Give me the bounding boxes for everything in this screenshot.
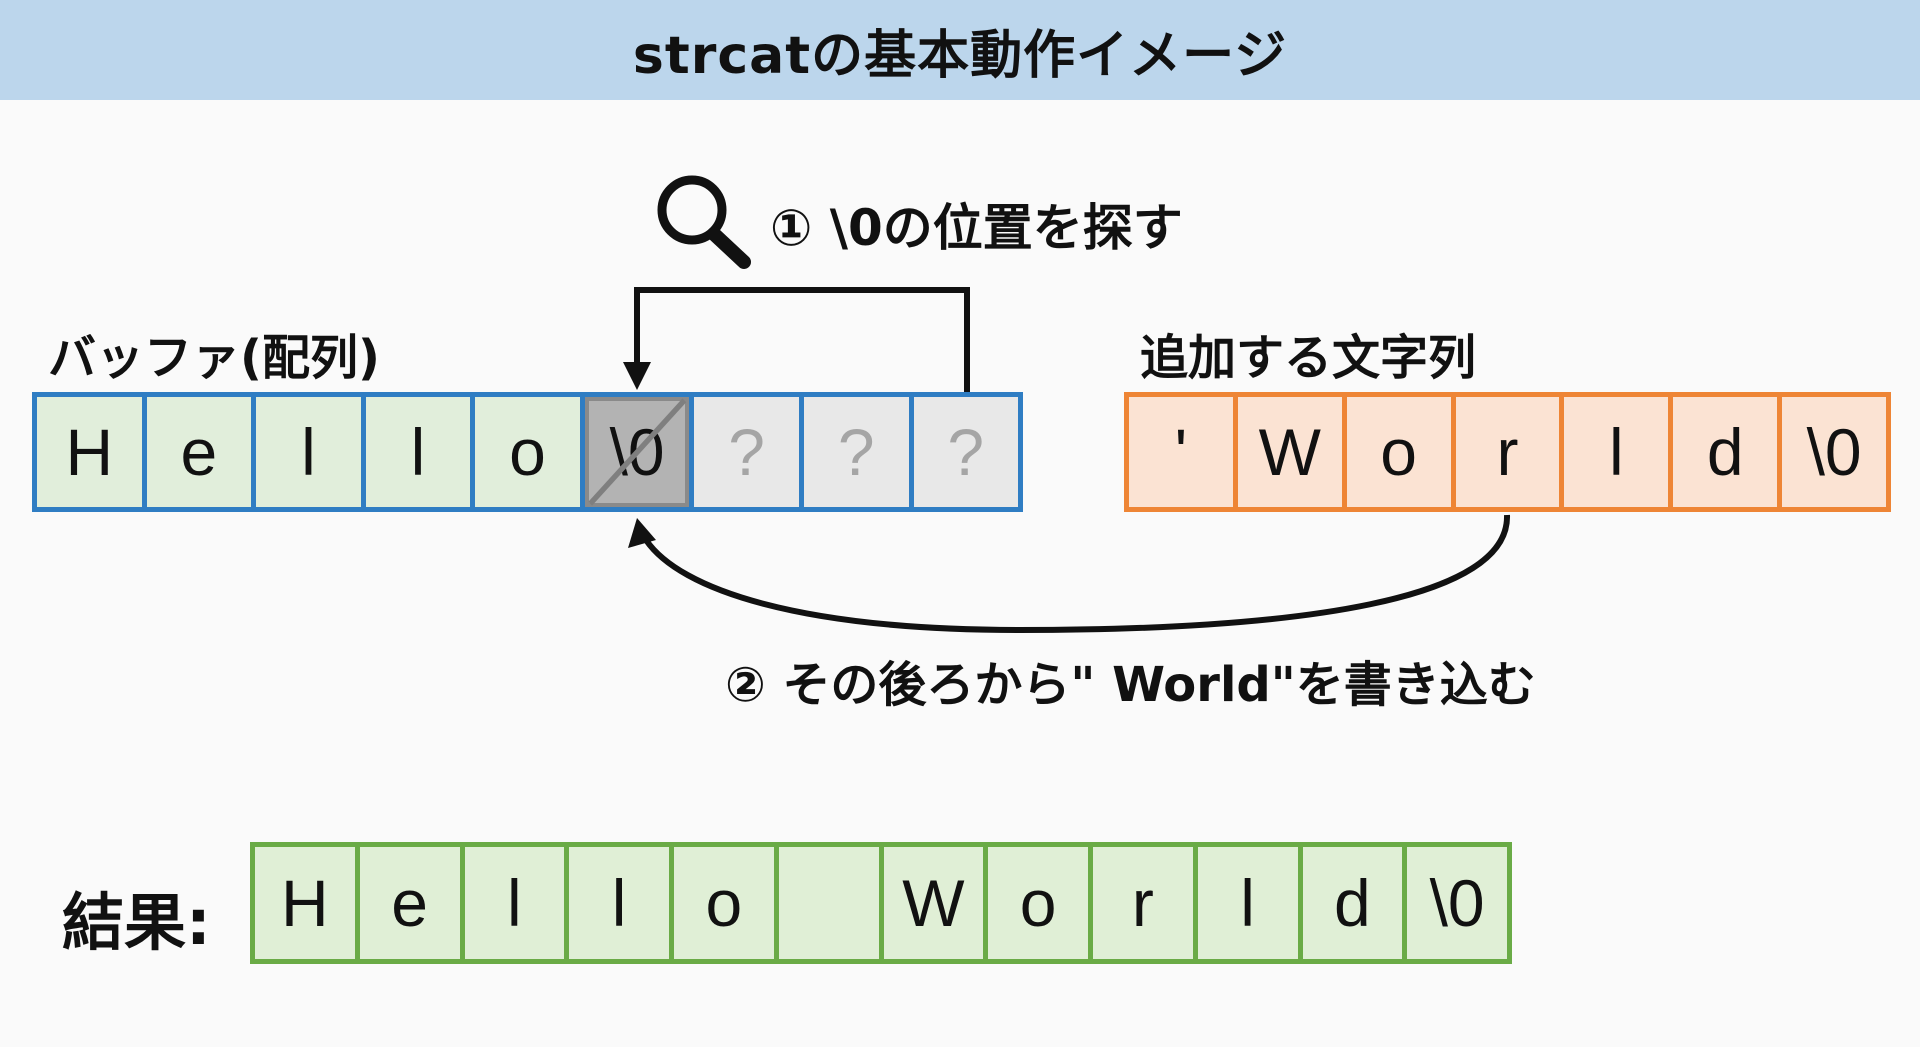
result-cell [778, 847, 879, 959]
result-cell: d [1302, 847, 1403, 959]
result-cell: l [464, 847, 565, 959]
step2-label: ② その後ろから" World"を書き込む [725, 657, 1536, 713]
search-bracket-arrow [623, 287, 970, 392]
append-cell: r [1455, 397, 1560, 507]
title-bar: strcatの基本動作イメージ [0, 0, 1920, 100]
append-cell: d [1673, 397, 1778, 507]
buffer-unknown-cell: ? [694, 397, 799, 507]
append-cell: l [1564, 397, 1669, 507]
buffer-cell: H [37, 397, 142, 507]
append-cell: ' [1129, 397, 1233, 507]
result-cell: o [674, 847, 774, 959]
result-cell: o [988, 847, 1088, 959]
strike-line [588, 398, 687, 506]
write-curve-arrow [628, 514, 1511, 634]
result-cell: l [1197, 847, 1298, 959]
buffer-cell: l [256, 397, 361, 507]
step1-label: ① \0の位置を探す [770, 199, 1183, 257]
result-label: 結果: [62, 886, 211, 959]
buffer-array: H e l l o \0 ? ? ? [32, 392, 1023, 512]
buffer-cell: o [475, 397, 580, 507]
append-label: 追加する文字列 [1140, 330, 1477, 386]
buffer-null-cell: \0 [584, 397, 690, 507]
buffer-label: バッファ(配列) [48, 330, 380, 386]
result-cell: W [883, 847, 984, 959]
append-array: ' W o r l d \0 [1124, 392, 1891, 512]
result-cell: r [1093, 847, 1193, 959]
magnifier-icon [657, 175, 751, 269]
page-title: strcatの基本動作イメージ [632, 25, 1288, 86]
append-cell: W [1237, 397, 1342, 507]
result-cell: e [359, 847, 460, 959]
append-cell: o [1346, 397, 1451, 507]
result-array: H e l l o W o r l d \0 [250, 842, 1512, 964]
append-cell: \0 [1782, 397, 1887, 507]
result-cell: \0 [1407, 847, 1507, 959]
result-cell: l [569, 847, 669, 959]
buffer-cell: e [146, 397, 252, 507]
result-cell: H [255, 847, 355, 959]
buffer-unknown-cell: ? [913, 397, 1019, 507]
buffer-cell: l [365, 397, 471, 507]
buffer-unknown-cell: ? [803, 397, 909, 507]
